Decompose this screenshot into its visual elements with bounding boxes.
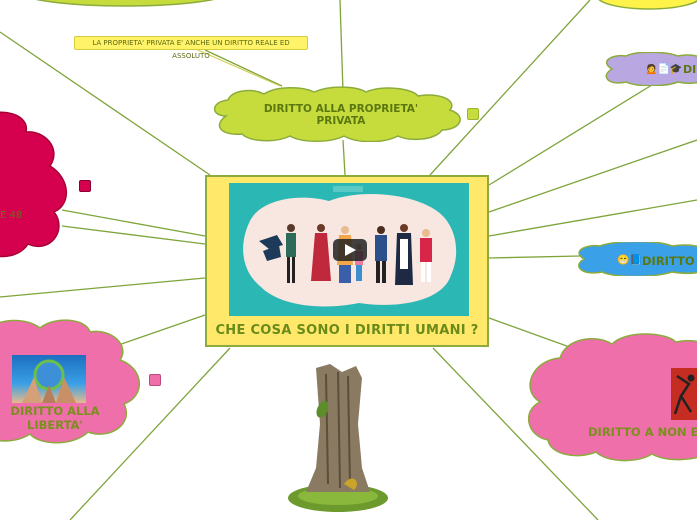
purple-node-icons: 🙍📄🎓 (645, 64, 683, 75)
cloud-left-red[interactable] (0, 108, 82, 260)
tree-trunk-image (288, 364, 388, 512)
note-icon[interactable] (467, 108, 479, 120)
purple-node-label: DI (683, 63, 697, 76)
blue-node-icons: 😁📘 (617, 255, 642, 266)
video-thumbnail[interactable] (229, 183, 469, 316)
liberty-node-label: DIRITTO ALLA LIBERTA' (10, 404, 100, 432)
cloud-right-purple[interactable] (598, 52, 697, 86)
property-caption[interactable]: LA PROPRIETA' PRIVATA E' ANCHE UN DIRITT… (74, 36, 308, 60)
right-pink-image (671, 368, 697, 420)
property-node-label: DIRITTO ALLA PROPRIETA' PRIVATA (263, 103, 419, 127)
cloud-property[interactable] (206, 86, 468, 142)
cloud-top-right-yellow[interactable] (597, 0, 697, 12)
right-pink-node-label: DIRITTO A NON ES (588, 425, 697, 439)
cloud-top-green[interactable] (18, 0, 232, 8)
cloud-right-pink[interactable] (526, 330, 697, 462)
note-icon-red[interactable] (79, 180, 91, 192)
left-red-node-label: E 48 (0, 210, 23, 221)
central-topic[interactable]: CHE COSA SONO I DIRITTI UMANI ? (205, 175, 489, 347)
blue-node-label: DIRITTO A (642, 254, 697, 268)
central-topic-title: CHE COSA SONO I DIRITTI UMANI ? (215, 323, 479, 338)
note-icon-pink[interactable] (149, 374, 161, 386)
cloud-right-blue[interactable] (572, 242, 697, 276)
liberty-image (12, 355, 86, 403)
